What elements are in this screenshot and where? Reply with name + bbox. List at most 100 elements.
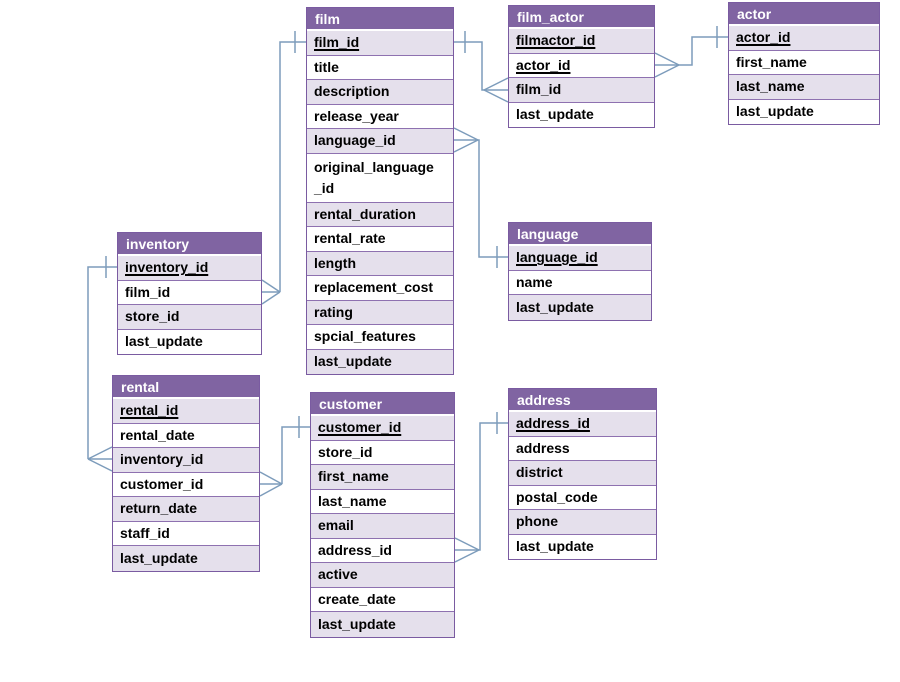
primary-key-field-label: actor_id xyxy=(516,56,571,73)
field-row: return_date xyxy=(113,497,259,522)
field-label: first_name xyxy=(736,53,807,70)
field-row: actor_id xyxy=(509,53,654,78)
table-title: address xyxy=(517,391,571,408)
field-row: filmactor_id xyxy=(509,29,654,54)
field-label: rental_duration xyxy=(314,205,416,222)
table-title: customer xyxy=(319,395,383,412)
field-row: active xyxy=(311,563,454,588)
field-label: last_update xyxy=(516,538,594,555)
field-row: store_id xyxy=(118,305,261,330)
field-label: last_name xyxy=(736,78,805,95)
field-label: staff_id xyxy=(120,524,170,541)
field-row: description xyxy=(307,80,453,105)
field-row: address_id xyxy=(311,538,454,563)
field-row: postal_code xyxy=(509,485,656,510)
field-row: district xyxy=(509,461,656,486)
field-row: last_update xyxy=(118,329,261,354)
table-header: rental xyxy=(113,376,259,399)
field-row: release_year xyxy=(307,104,453,129)
table-title: film_actor xyxy=(517,8,584,25)
relationship-film-film_actor xyxy=(454,31,509,103)
field-row: last_update xyxy=(311,612,454,637)
field-row: last_update xyxy=(509,295,651,320)
field-label: original_language _id xyxy=(314,158,434,196)
field-row: film_id xyxy=(509,78,654,103)
field-label: rating xyxy=(314,303,353,320)
field-row: last_update xyxy=(113,546,259,571)
field-label: email xyxy=(318,517,354,534)
relationship-inventory-rental xyxy=(87,256,117,472)
field-row: last_name xyxy=(729,75,879,100)
field-label: last_update xyxy=(120,549,198,566)
field-label: postal_code xyxy=(516,488,598,505)
field-row: phone xyxy=(509,510,656,535)
field-label: film_id xyxy=(516,81,562,98)
table-header: actor xyxy=(729,3,879,26)
field-row: rental_date xyxy=(113,423,259,448)
field-row: spcial_features xyxy=(307,325,453,350)
table-actor[interactable]: actor actor_id first_name last_name last_upd… xyxy=(728,2,880,125)
field-label: replacement_cost xyxy=(314,279,434,296)
primary-key-field-label: actor_id xyxy=(736,29,791,46)
primary-key-field-label: customer_id xyxy=(318,419,402,436)
field-label: last_update xyxy=(516,298,594,315)
primary-key-field-label: filmactor_id xyxy=(516,32,596,49)
field-row: address xyxy=(509,436,656,461)
field-label: phone xyxy=(516,513,558,530)
field-label: rental_date xyxy=(120,426,195,443)
field-label: address xyxy=(516,439,570,456)
field-row: rental_duration xyxy=(307,202,453,227)
field-row: rental_id xyxy=(113,399,259,424)
field-label: last_update xyxy=(318,615,396,632)
field-row: last_name xyxy=(311,489,454,514)
field-row: replacement_cost xyxy=(307,276,453,301)
field-label: last_update xyxy=(736,103,814,120)
field-label: spcial_features xyxy=(314,328,416,345)
field-label: store_id xyxy=(125,308,180,325)
field-label: last_update xyxy=(516,106,594,123)
field-label: title xyxy=(314,58,339,75)
field-row: language_id xyxy=(509,246,651,271)
field-row: inventory_id xyxy=(118,256,261,281)
field-row: customer_id xyxy=(311,416,454,441)
table-header: customer xyxy=(311,393,454,416)
field-row: rental_rate xyxy=(307,227,453,252)
table-title: film xyxy=(315,10,340,27)
field-row: language_id xyxy=(307,129,453,154)
field-label: customer_id xyxy=(120,475,204,492)
field-label: name xyxy=(516,273,553,290)
relationship-film-inventory xyxy=(261,31,306,305)
field-label: last_update xyxy=(125,333,203,350)
table-header: film_actor xyxy=(509,6,654,29)
field-label: length xyxy=(314,254,356,271)
field-label: last_update xyxy=(314,353,392,370)
field-label: first_name xyxy=(318,468,389,485)
field-label: film_id xyxy=(125,283,171,300)
field-row: last_update xyxy=(509,534,656,559)
field-row: last_update xyxy=(729,99,879,124)
field-row: name xyxy=(509,270,651,295)
field-row: customer_id xyxy=(113,472,259,497)
primary-key-field-label: language_id xyxy=(516,249,598,266)
field-row: address_id xyxy=(509,412,656,437)
relationship-language-film xyxy=(453,127,508,268)
field-label: active xyxy=(318,566,358,583)
field-row: first_name xyxy=(729,50,879,75)
field-row: last_update xyxy=(509,102,654,127)
table-header: address xyxy=(509,389,656,412)
field-row: first_name xyxy=(311,465,454,490)
field-row: actor_id xyxy=(729,26,879,51)
field-row: original_language _id xyxy=(307,153,453,203)
relationship-actor-film_actor xyxy=(654,26,728,78)
table-title: rental xyxy=(121,378,160,395)
table-title: actor xyxy=(737,5,772,22)
